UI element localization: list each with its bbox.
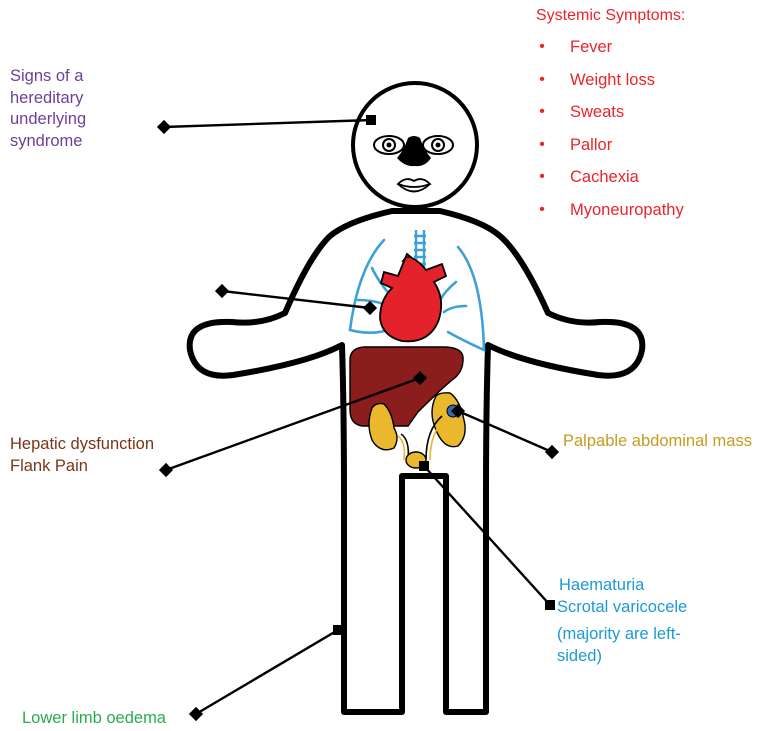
list-item: • Fever	[532, 36, 684, 69]
symptom-fever: Fever	[570, 38, 612, 56]
heart	[380, 254, 446, 341]
left-sided-note: (majority are left-sided)	[557, 623, 717, 667]
list-item: • Myoneuropathy	[532, 199, 684, 232]
symptom-sweats: Sweats	[570, 103, 624, 121]
haematuria-label: Haematuria Scrotal varicocele (majority …	[557, 574, 757, 667]
lower-limb-oedema-label: Lower limb oedema	[22, 708, 166, 728]
systemic-symptoms-title: Systemic Symptoms:	[536, 5, 685, 27]
symptom-pallor: Pallor	[570, 136, 612, 154]
palpable-mass-label: Palpable abdominal mass	[563, 430, 759, 452]
hereditary-syndrome-label: Signs of a hereditary underlying syndrom…	[10, 66, 150, 152]
bullet-icon: •	[532, 134, 552, 156]
bullet-icon: •	[532, 166, 552, 188]
hepatic-label: Hepatic dysfunction Flank Pain	[10, 434, 154, 477]
bullet-icon: •	[532, 69, 552, 91]
hepatic-dysfunction-text: Hepatic dysfunction	[10, 434, 154, 456]
bullet-icon: •	[532, 36, 552, 58]
symptom-myoneuropathy: Myoneuropathy	[570, 201, 684, 219]
list-item: • Sweats	[532, 101, 684, 134]
symptom-cachexia: Cachexia	[570, 168, 639, 186]
symptom-weight-loss: Weight loss	[570, 71, 655, 89]
list-item: • Pallor	[532, 134, 684, 167]
scrotal-varicocele-text: Scrotal varicocele	[557, 596, 757, 618]
bullet-icon: •	[532, 199, 552, 221]
list-item: • Weight loss	[532, 69, 684, 102]
flank-pain-text: Flank Pain	[10, 456, 154, 478]
bullet-icon: •	[532, 101, 552, 123]
haematuria-text: Haematuria	[559, 574, 757, 596]
head	[353, 83, 477, 207]
list-item: • Cachexia	[532, 166, 684, 199]
systemic-symptoms-list: • Fever • Weight loss • Sweats • Pallor • Cac…	[532, 36, 684, 232]
